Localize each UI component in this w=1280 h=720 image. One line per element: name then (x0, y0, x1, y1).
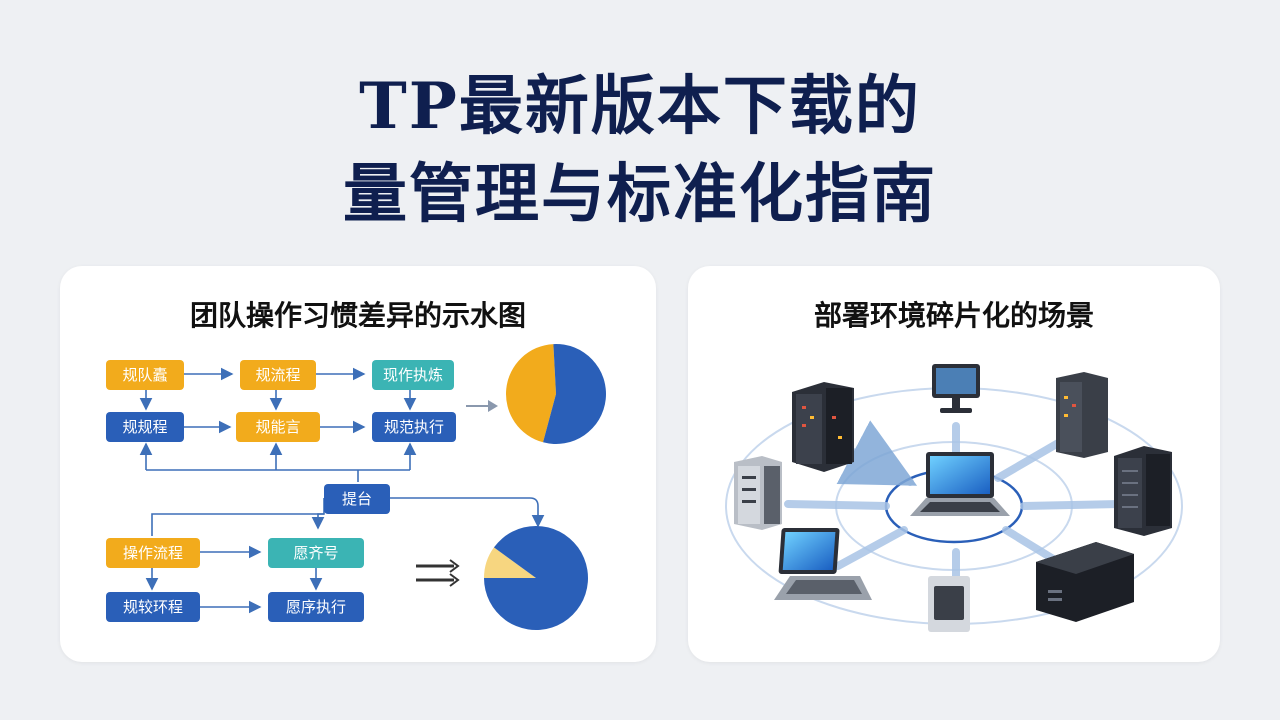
deployment-env-panel: 部署环境碎片化的场景 (688, 266, 1220, 662)
small-server-icon (734, 456, 782, 530)
node-n7: 提台 (324, 484, 390, 514)
main-title-line-2: 量管理与标准化指南 (343, 157, 937, 232)
node-n11: 愿序执行 (268, 592, 364, 622)
laptop-icon (774, 528, 872, 600)
laptop-icon (910, 452, 1010, 516)
server-stack-icon (1114, 446, 1172, 536)
node-n9: 愿齐号 (268, 538, 364, 568)
main-title-line-1: TP最新版本下载的 (359, 69, 921, 144)
equals-arrow-icon (416, 564, 454, 582)
pie-slice-blue (484, 526, 588, 630)
deployment-env-panel-title: 部署环境碎片化的场景 (813, 299, 1094, 332)
node-n8: 操作流程 (106, 538, 200, 568)
flow-connectors (139, 344, 606, 630)
pie-chart-bottom (484, 526, 588, 630)
monitor-icon (932, 364, 980, 413)
arrow-n7-n9 (311, 513, 325, 530)
pie-slice-orange (484, 547, 536, 578)
arrow-n7-pie (390, 497, 545, 528)
node-n5: 规能言 (236, 412, 320, 442)
node-n3: 现作执炼 (372, 360, 454, 390)
server-tower-icon (1056, 372, 1108, 458)
node-n2: 规流程 (240, 360, 316, 390)
pie-chart-top (505, 344, 606, 444)
n7-lower-line (151, 498, 325, 536)
node-n6: 规范执行 (372, 412, 456, 442)
node-n1: 规队蠹 (106, 360, 184, 390)
team-habits-panel-title: 团队操作习惯差异的示水图 (189, 299, 526, 332)
gray-arrow-icon (466, 400, 498, 412)
network-diagram (725, 364, 1183, 632)
black-box-icon (1036, 542, 1134, 622)
storage-box-icon (928, 576, 970, 632)
server-rack-icon (792, 382, 854, 472)
team-habits-panel: 团队操作习惯差异的示水图 (60, 266, 656, 662)
node-n10: 规较环程 (106, 592, 200, 622)
pie-slice-blue (543, 344, 606, 444)
pie-slice-orange (505, 344, 556, 443)
node-n4: 规规程 (106, 412, 184, 442)
